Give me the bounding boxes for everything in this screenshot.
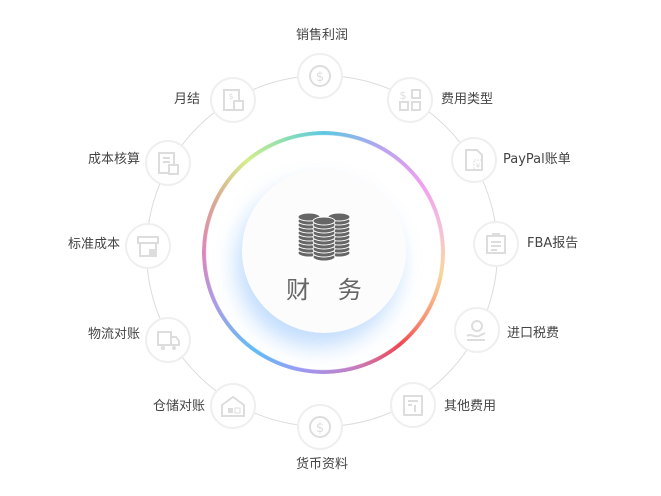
svg-text:$: $ bbox=[400, 89, 407, 102]
truck-icon bbox=[157, 331, 180, 350]
node-label[interactable]: 成本核算 bbox=[87, 152, 140, 167]
node-5-button[interactable] bbox=[454, 307, 500, 353]
svg-text:$: $ bbox=[316, 70, 324, 85]
yen-document-icon: ¥ bbox=[465, 149, 483, 171]
svg-text:$: $ bbox=[228, 92, 233, 101]
node-label[interactable]: 月结 bbox=[173, 92, 200, 107]
node-label[interactable]: 费用类型 bbox=[441, 92, 494, 107]
dollar-grid-icon: $ bbox=[399, 89, 421, 111]
node-8-button[interactable] bbox=[210, 383, 256, 429]
node-7-button[interactable]: $ bbox=[297, 404, 343, 450]
dollar-coin-icon: $ bbox=[309, 65, 331, 87]
node-label[interactable]: 标准成本 bbox=[67, 237, 120, 252]
node-label[interactable]: 物流对账 bbox=[87, 327, 140, 342]
calculator-document-icon bbox=[158, 152, 179, 175]
node-12-button[interactable]: $ bbox=[210, 77, 256, 123]
box-icon bbox=[137, 236, 159, 257]
node-label[interactable]: 销售利润 bbox=[295, 28, 349, 43]
coins-stack-icon bbox=[298, 213, 350, 261]
warehouse-icon bbox=[221, 395, 245, 417]
svg-text:¥: ¥ bbox=[476, 162, 481, 170]
center-title: 财 务 bbox=[286, 276, 372, 304]
node-label[interactable]: 仓储对账 bbox=[152, 399, 205, 414]
node-label[interactable]: FBA报告 bbox=[527, 236, 579, 251]
node-2-button[interactable]: $ bbox=[387, 77, 433, 123]
node-4-button[interactable] bbox=[473, 221, 519, 267]
center-hub[interactable]: 财 务 bbox=[242, 169, 406, 333]
report-icon bbox=[486, 233, 506, 254]
dollar-coin-icon: $ bbox=[309, 416, 331, 438]
node-label[interactable]: 货币资料 bbox=[295, 457, 349, 472]
svg-text:$: $ bbox=[316, 421, 324, 436]
expense-document-icon bbox=[403, 395, 423, 416]
node-3-button[interactable]: ¥ bbox=[451, 137, 497, 183]
node-1-button[interactable]: $ bbox=[297, 53, 343, 99]
monthly-statement-icon: $ bbox=[223, 89, 244, 111]
tax-hand-icon bbox=[466, 320, 486, 341]
node-label[interactable]: 进口税费 bbox=[507, 326, 560, 341]
node-6-button[interactable] bbox=[390, 382, 436, 428]
node-label[interactable]: 其他费用 bbox=[444, 399, 497, 414]
node-10-button[interactable] bbox=[125, 223, 171, 269]
node-label[interactable]: PayPal账单 bbox=[503, 152, 571, 167]
node-11-button[interactable] bbox=[145, 140, 191, 186]
node-9-button[interactable] bbox=[145, 317, 191, 363]
